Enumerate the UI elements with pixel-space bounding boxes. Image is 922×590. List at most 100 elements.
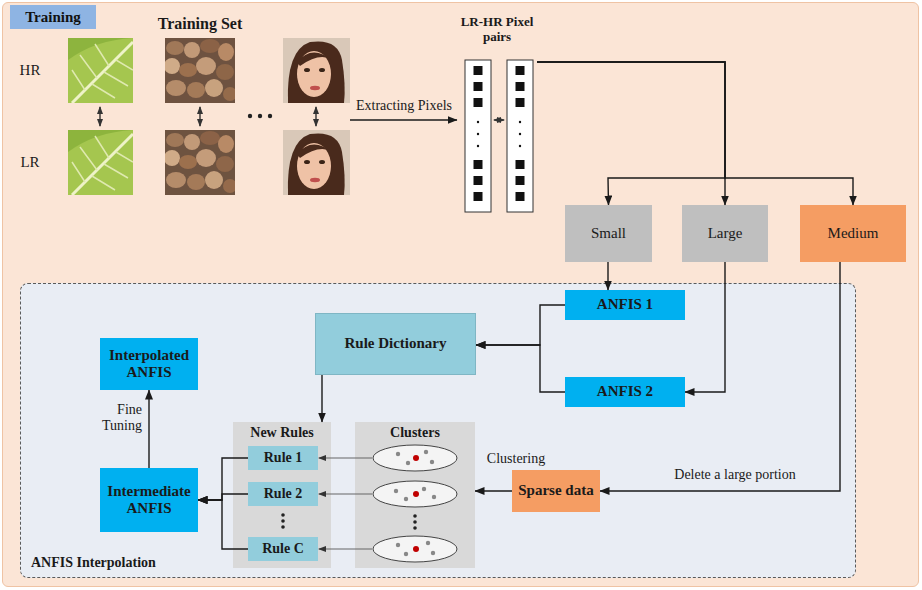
pair-arrow	[315, 107, 316, 126]
dot	[519, 145, 521, 147]
pebbles-image-lr	[164, 130, 237, 195]
point	[406, 461, 410, 465]
connector	[475, 490, 512, 491]
cluster-points	[394, 450, 436, 556]
pebble	[218, 43, 234, 61]
connector	[350, 119, 457, 120]
face	[297, 51, 331, 97]
node-text: Large	[708, 225, 743, 242]
category-box: Large	[682, 205, 768, 262]
pixel	[516, 192, 525, 201]
dot	[248, 114, 252, 118]
hair	[288, 41, 345, 103]
connector	[476, 345, 565, 392]
pebble	[179, 63, 197, 77]
side-label-box: LR	[12, 154, 48, 171]
point	[396, 543, 400, 547]
pixel	[516, 82, 525, 91]
pebble	[205, 79, 223, 97]
node-text: Clusters	[390, 425, 440, 441]
centre	[413, 546, 419, 552]
connector	[537, 62, 725, 205]
point	[430, 460, 434, 464]
cluster-ellipses	[281, 445, 457, 562]
node-text: Interpolated ANFIS	[100, 347, 198, 382]
connector	[537, 62, 725, 205]
title-text: Training	[25, 9, 81, 26]
pixel	[516, 176, 525, 185]
connector	[476, 305, 565, 345]
pebbles-image	[165, 38, 235, 103]
pixel	[474, 66, 483, 75]
dot	[281, 519, 285, 523]
edge-label: Fine Tuning	[84, 402, 144, 434]
dot	[281, 513, 285, 517]
fringe	[297, 52, 332, 66]
dot	[268, 114, 272, 118]
face-image	[283, 38, 350, 103]
rule-box: Rule 2	[248, 482, 318, 506]
pixel	[516, 98, 525, 107]
point	[422, 487, 426, 491]
node-text: Rule 1	[264, 450, 303, 466]
edge-label: Clustering	[485, 451, 547, 467]
dictionary-box: Rule Dictionary	[315, 313, 476, 375]
interpolation-region: ANFIS Interpolation ANFIS 1 Interpolated A…	[20, 283, 856, 578]
pair-arrow	[494, 119, 504, 120]
node-text: ANFIS 1	[597, 296, 653, 313]
connector	[198, 500, 248, 549]
anfis-box: Intermediate ANFIS	[100, 468, 198, 532]
edge-label-box: Clustering	[474, 451, 558, 467]
node-text: Rule C	[262, 541, 304, 557]
connector	[198, 458, 248, 500]
leader-arrow	[319, 457, 372, 458]
node-text: Rule 2	[264, 486, 303, 502]
pebble	[200, 39, 220, 53]
dot	[519, 121, 521, 123]
connector	[685, 262, 725, 392]
node-text: ANFIS Interpolation	[31, 555, 156, 571]
cluster-centres	[413, 455, 419, 552]
cluster	[373, 445, 457, 471]
pebble	[184, 42, 200, 58]
connector	[607, 262, 608, 290]
node-text: Medium	[828, 225, 879, 242]
pixel	[474, 98, 483, 107]
cluster	[373, 536, 457, 562]
pair-arrow	[199, 107, 200, 126]
point	[394, 489, 398, 493]
lr-column	[465, 60, 491, 212]
cluster	[373, 481, 457, 507]
connector	[600, 262, 840, 491]
centre	[413, 491, 419, 497]
leaf-image-lr	[68, 130, 133, 195]
connector	[198, 494, 248, 500]
rule-box: Rule 1	[248, 446, 318, 470]
dot	[413, 520, 417, 524]
edge-label-box: Fine Tuning	[84, 402, 144, 434]
side-label-box: HR	[12, 62, 48, 79]
pixel	[474, 192, 483, 201]
dot	[413, 526, 417, 530]
side-label: HR	[20, 62, 41, 78]
point	[404, 552, 408, 556]
connector	[321, 375, 322, 422]
point	[404, 497, 408, 501]
category-box: Small	[565, 205, 652, 262]
point	[432, 495, 436, 499]
pebble	[166, 80, 186, 96]
leaf-image	[68, 38, 133, 103]
pebble	[166, 41, 184, 55]
eye	[319, 68, 325, 72]
connector	[537, 62, 853, 205]
pixel	[516, 160, 525, 169]
leader-arrow	[319, 493, 372, 494]
data-box: Sparse data	[512, 470, 600, 512]
anfis-box: ANFIS 1	[565, 290, 685, 320]
pixel	[516, 66, 525, 75]
leaf-midrib	[72, 42, 133, 103]
rules-band: New RulesRule 1Rule 2Rule C	[233, 422, 331, 568]
side-label: LR	[20, 154, 39, 170]
pebble	[196, 57, 216, 75]
